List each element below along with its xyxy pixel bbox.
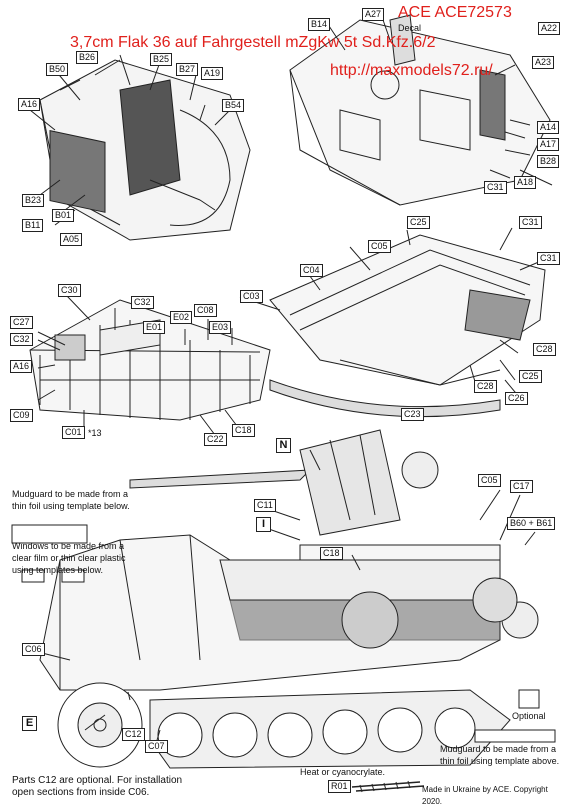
part-label: C25 [519, 370, 542, 383]
part-label: A16 [18, 98, 41, 111]
part-label: C08 [194, 304, 217, 317]
part-label: A14 [537, 121, 560, 134]
part-label: B27 [176, 63, 199, 76]
view-marker-i: I [256, 517, 271, 532]
part-label: C12 [122, 728, 145, 741]
part-label: E01 [143, 321, 166, 334]
part-label: C03 [240, 290, 263, 303]
part-label: A05 [60, 233, 83, 246]
part-label: C32 [10, 333, 33, 346]
part-label: C09 [10, 409, 33, 422]
part-label: C23 [401, 408, 424, 421]
part-label: C30 [58, 284, 81, 297]
part-label: C18 [320, 547, 343, 560]
part-label: A22 [538, 22, 561, 35]
part-label: C05 [368, 240, 391, 253]
part-label: B11 [22, 219, 44, 232]
part-label: C28 [533, 343, 556, 356]
part-label: C31 [537, 252, 560, 265]
part-label: C07 [145, 740, 168, 753]
part-label: C31 [519, 216, 542, 229]
part-label: C28 [474, 380, 497, 393]
part-label: B01 [52, 209, 75, 222]
part-label: B23 [22, 194, 45, 207]
part-label: C05 [478, 474, 501, 487]
optional-note: Optional [512, 711, 546, 721]
part-label: C26 [505, 392, 528, 405]
part-label: A23 [532, 56, 555, 69]
part-label: C25 [407, 216, 430, 229]
part-label: B28 [537, 155, 560, 168]
part-label: C27 [10, 316, 33, 329]
part-label: A27 [362, 8, 385, 21]
part-label: C22 [204, 433, 227, 446]
part-label: B54 [222, 99, 245, 112]
part-label: C06 [22, 643, 45, 656]
view-marker-e: E [22, 716, 37, 731]
part-label: A17 [537, 138, 560, 151]
part-label: A16 [10, 360, 33, 373]
part-label: C01 [62, 426, 85, 439]
page-title: 3,7cm Flak 36 auf Fahrgestell mZgKw 5t S… [70, 34, 436, 51]
part-label: R01 [328, 780, 351, 793]
view-marker-n: N [276, 438, 291, 453]
windows-note: Windows to be made from a clear film or … [12, 541, 126, 575]
part-label: C31 [484, 181, 507, 194]
part-label: B26 [76, 51, 99, 64]
part-label: B50 [46, 63, 69, 76]
mudguard-note-bottom: Mudguard to be made from a thin foil usi… [440, 744, 560, 766]
part-label: A18 [514, 176, 537, 189]
kit-code: ACE ACE72573 [398, 4, 512, 21]
part-label: B14 [308, 18, 331, 31]
part-label: C11 [254, 499, 276, 512]
part-label: E03 [209, 321, 232, 334]
part-label: B25 [150, 53, 173, 66]
c01-quantity: *13 [88, 428, 102, 438]
mudguard-note-top: Mudguard to be made from a thin foil usi… [12, 489, 130, 511]
glue-note: Heat or cyanocrylate. [300, 767, 386, 777]
parts-c12-note: Parts C12 are optional. For installation… [12, 775, 183, 798]
part-label: E02 [170, 311, 193, 324]
part-label: C04 [300, 264, 323, 277]
part-label: A19 [201, 67, 224, 80]
copyright-note: Made in Ukraine by ACE. Copyright 2020. [422, 785, 548, 806]
part-label: C18 [232, 424, 255, 437]
part-label: C17 [510, 480, 533, 493]
part-label: B60 + B61 [507, 517, 556, 530]
decal-note: Decal [398, 23, 422, 33]
website-url[interactable]: http://maxmodels72.ru/ [330, 62, 493, 79]
part-label: C32 [131, 296, 154, 309]
